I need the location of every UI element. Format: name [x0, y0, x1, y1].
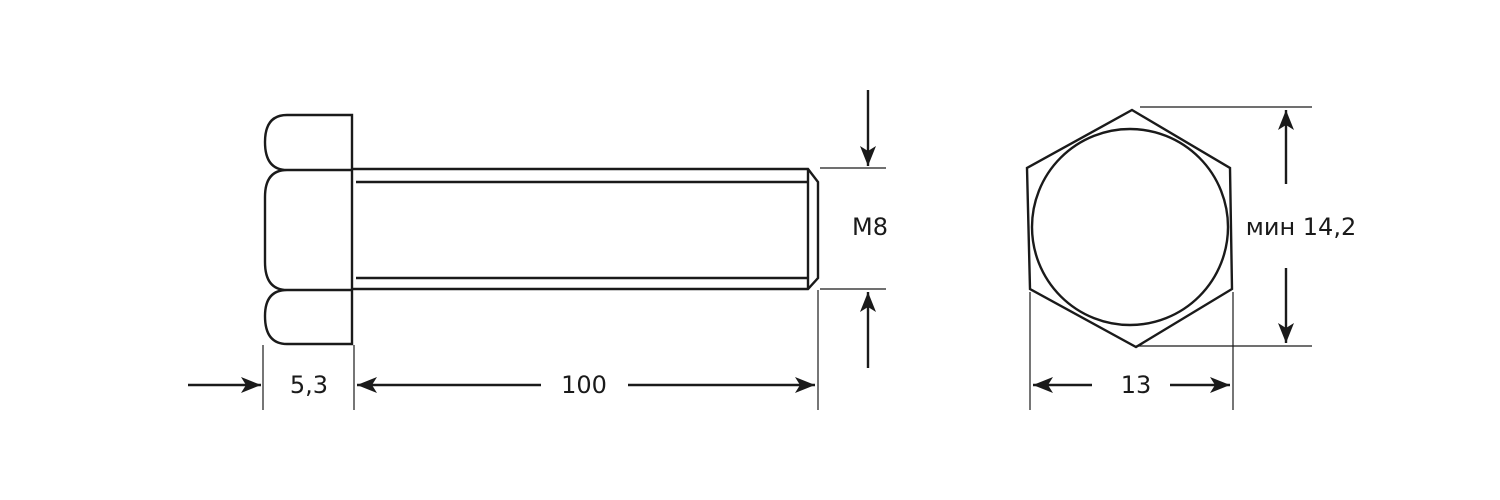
- bolt-head-side-view: [263, 113, 354, 346]
- extension-lines-end: [1029, 106, 1312, 410]
- bolt-head-end-view: [1025, 108, 1234, 349]
- extension-lines-side: [262, 167, 886, 410]
- dimension-across-corners: мин 14,2: [1246, 110, 1356, 343]
- bolt-shank-side-view: [352, 167, 820, 291]
- thread-label: M8: [852, 213, 888, 241]
- dimension-length: 100: [357, 371, 815, 399]
- across-corners-label: мин 14,2: [1246, 213, 1356, 241]
- across-flats-label: 13: [1121, 371, 1152, 399]
- head-height-label: 5,3: [290, 371, 328, 399]
- length-label: 100: [561, 371, 607, 399]
- dimension-thread: M8: [852, 90, 888, 368]
- dimension-across-flats: 13: [1033, 371, 1230, 399]
- dimension-head-height: 5,3: [188, 371, 328, 399]
